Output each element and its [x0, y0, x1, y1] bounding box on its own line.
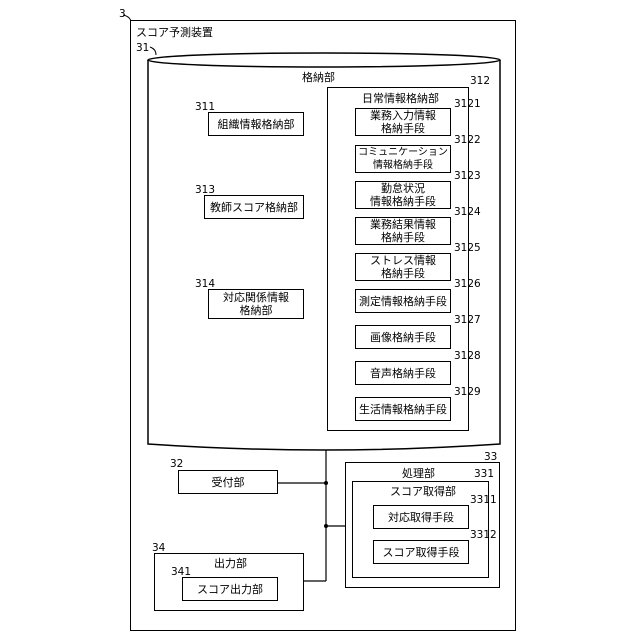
- daily-title: 日常情報格納部: [362, 92, 439, 105]
- item-ref-3127: 3127: [454, 314, 481, 326]
- item-ref-3126: 3126: [454, 278, 481, 290]
- processing-title: 処理部: [402, 467, 435, 480]
- image-storage: 画像格納手段: [355, 325, 451, 349]
- receiver-label: 受付部: [212, 476, 245, 489]
- item-ref-3122: 3122: [454, 134, 481, 146]
- correspondence-acquisition-means: 対応取得手段: [373, 505, 469, 529]
- item-ref-3312: 3312: [470, 529, 497, 541]
- item-ref-3124: 3124: [454, 206, 481, 218]
- item-ref-3123: 3123: [454, 170, 481, 182]
- item-label-3124: 業務結果情報 格納手段: [370, 218, 436, 244]
- item-label-3129: 生活情報格納手段: [359, 403, 447, 416]
- unit-label-314: 対応関係情報 格納部: [223, 291, 289, 317]
- receiver-unit: 受付部: [178, 470, 278, 494]
- item-ref-3311: 3311: [470, 494, 497, 506]
- item-ref-3129: 3129: [454, 386, 481, 398]
- score-output-unit: スコア出力部: [182, 577, 278, 601]
- item-ref-3125: 3125: [454, 242, 481, 254]
- storage-ref: 31: [136, 42, 149, 54]
- daily-ref: 312: [470, 75, 490, 87]
- item-label-3121: 業務入力情報 格納手段: [370, 109, 436, 135]
- measurement-info-storage: 測定情報格納手段: [355, 289, 451, 313]
- work-result-info-storage: 業務結果情報 格納手段: [355, 217, 451, 245]
- item-label-3312: スコア取得手段: [383, 546, 460, 559]
- item-label-3122: コミュニケーション 情報格納手段: [358, 146, 448, 172]
- item-label-3311: 対応取得手段: [388, 511, 454, 524]
- teacher-score-storage: 教師スコア格納部: [204, 195, 304, 219]
- communication-info-storage: コミュニケーション 情報格納手段: [355, 145, 451, 173]
- receiver-ref: 32: [170, 458, 183, 470]
- unit-label-313: 教師スコア格納部: [210, 201, 298, 214]
- attendance-info-storage: 勤怠状況 情報格納手段: [355, 181, 451, 209]
- stress-info-storage: ストレス情報 格納手段: [355, 253, 451, 281]
- item-ref-3128: 3128: [454, 350, 481, 362]
- item-label-3128: 音声格納手段: [370, 367, 436, 380]
- item-label-3127: 画像格納手段: [370, 331, 436, 344]
- life-info-storage: 生活情報格納手段: [355, 397, 451, 421]
- item-label-3125: ストレス情報 格納手段: [370, 254, 436, 280]
- output-unit-label: スコア出力部: [197, 583, 263, 596]
- organization-info-storage: 組織情報格納部: [208, 112, 304, 136]
- score-acq-title: スコア取得部: [390, 485, 456, 498]
- score-acq-ref: 331: [474, 468, 494, 480]
- item-label-3123: 勤怠状況 情報格納手段: [370, 182, 436, 208]
- score-acquisition-means: スコア取得手段: [373, 540, 469, 564]
- output-title: 出力部: [214, 557, 247, 570]
- item-ref-3121: 3121: [454, 98, 481, 110]
- storage-title: 格納部: [302, 71, 335, 84]
- correspondence-info-storage: 対応関係情報 格納部: [208, 289, 304, 319]
- work-input-info-storage: 業務入力情報 格納手段: [355, 108, 451, 136]
- unit-label-311: 組織情報格納部: [218, 118, 295, 131]
- audio-storage: 音声格納手段: [355, 361, 451, 385]
- item-label-3126: 測定情報格納手段: [359, 295, 447, 308]
